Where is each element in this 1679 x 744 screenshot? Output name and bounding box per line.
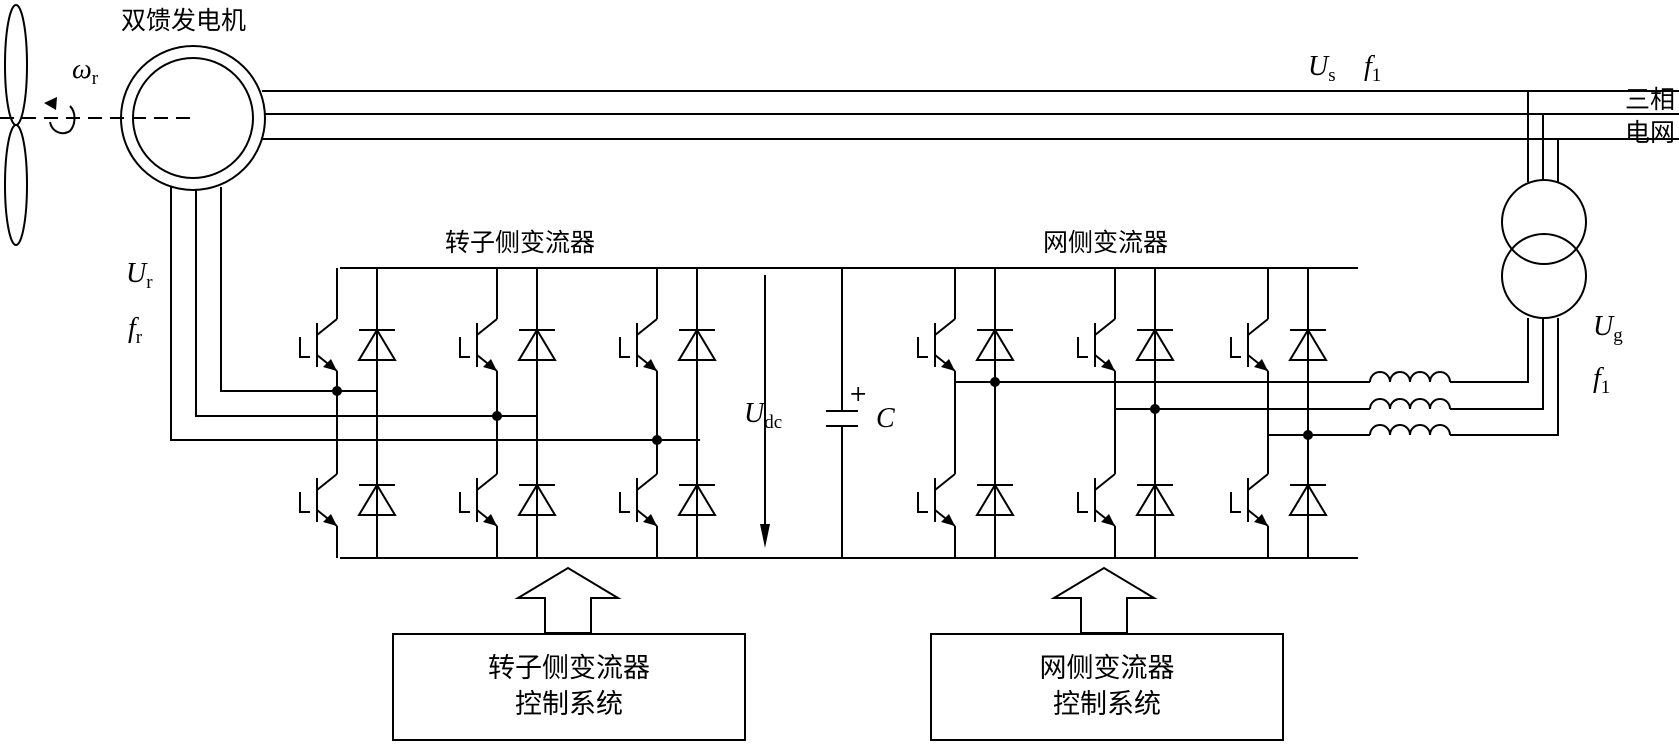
rotation-arrow	[44, 97, 76, 135]
rotor-frequency-label: fr	[128, 313, 143, 348]
grid-frequency-label: f1	[1593, 363, 1611, 398]
rotor-leads	[170, 187, 700, 441]
gsc-leg-a-diode-lower	[975, 483, 1015, 516]
grid-control-system-box: 网侧变流器 控制系统	[930, 633, 1284, 741]
rsc-leg-c-diode-upper	[677, 328, 717, 361]
gsc-leg-c-igbt-lower	[1230, 460, 1269, 540]
grid-converter-title: 网侧变流器	[1043, 228, 1169, 257]
rsc-leg-b-diode-upper	[517, 328, 557, 361]
rotor-control-system-box: 转子侧变流器 控制系统	[392, 633, 746, 741]
gsc-leg-a-diode-upper	[975, 328, 1015, 361]
junction-dot	[1303, 430, 1313, 440]
rsc-leg-a-diode-upper	[357, 328, 397, 361]
capacitor-plus-sign: +	[849, 382, 868, 407]
rsc-leg-a-diode-lower	[357, 483, 397, 516]
stator-voltage-label: Us	[1308, 51, 1336, 86]
generator-symbol	[120, 45, 266, 191]
gsc-leg-b-igbt-upper	[1077, 305, 1116, 385]
dc-link	[760, 268, 858, 558]
rotor-side-converter-bridge	[376, 268, 698, 558]
rsc-leg-b-igbt-lower	[459, 460, 498, 540]
junction-dot	[652, 435, 662, 445]
gsc-leg-c-diode-upper	[1288, 328, 1328, 361]
gsc-leg-b-diode-lower	[1135, 483, 1175, 516]
rotor-control-arrow	[514, 566, 622, 634]
rotor-control-line1: 转子侧变流器	[488, 653, 650, 684]
rsc-leg-b-diode-lower	[517, 483, 557, 516]
junction-dot	[492, 411, 502, 421]
dc-bus	[340, 267, 1358, 559]
stator-lines	[262, 90, 1679, 140]
rsc-leg-c-igbt-upper	[619, 305, 658, 385]
dc-voltage-label: Udc	[744, 398, 783, 433]
omega-label: ωr	[72, 54, 99, 89]
rsc-leg-c-diode-lower	[677, 483, 717, 516]
rsc-leg-a-igbt-lower	[299, 460, 338, 540]
gsc-leg-c-diode-lower	[1288, 483, 1328, 516]
gsc-leg-a-igbt-lower	[917, 460, 956, 540]
rsc-leg-c-igbt-lower	[619, 460, 658, 540]
power-devices	[299, 268, 1328, 558]
gsc-leg-a-igbt-upper	[917, 305, 956, 385]
grid-label-line2: 电网	[1625, 118, 1676, 147]
rotor-voltage-label: Ur	[126, 258, 153, 293]
grid-control-line1: 网侧变流器	[1039, 653, 1175, 684]
gsc-leg-b-igbt-lower	[1077, 460, 1116, 540]
stator-frequency-label: f1	[1364, 51, 1382, 86]
grid-control-arrow	[1050, 566, 1158, 634]
generator-label: 双馈发电机	[121, 6, 247, 35]
junction-dot	[990, 377, 1000, 387]
grid-label-line1: 三相	[1625, 85, 1676, 114]
junction-dot	[332, 386, 342, 396]
capacitor-label: C	[876, 403, 895, 434]
gsc-leg-c-igbt-upper	[1230, 305, 1269, 385]
rotor-converter-title: 转子侧变流器	[445, 228, 596, 257]
gsc-leg-b-diode-upper	[1135, 328, 1175, 361]
turbine-blades	[4, 4, 28, 246]
rotor-control-line2: 控制系统	[515, 689, 623, 720]
grid-control-line2: 控制系统	[1053, 689, 1161, 720]
rsc-leg-a-igbt-upper	[299, 305, 338, 385]
rsc-leg-b-igbt-upper	[459, 305, 498, 385]
grid-filter-lines	[955, 318, 1559, 436]
grid-transformer	[1501, 91, 1587, 319]
grid-voltage-label: Ug	[1593, 311, 1623, 346]
junction-dots	[332, 377, 1313, 445]
junction-dot	[1150, 404, 1160, 414]
